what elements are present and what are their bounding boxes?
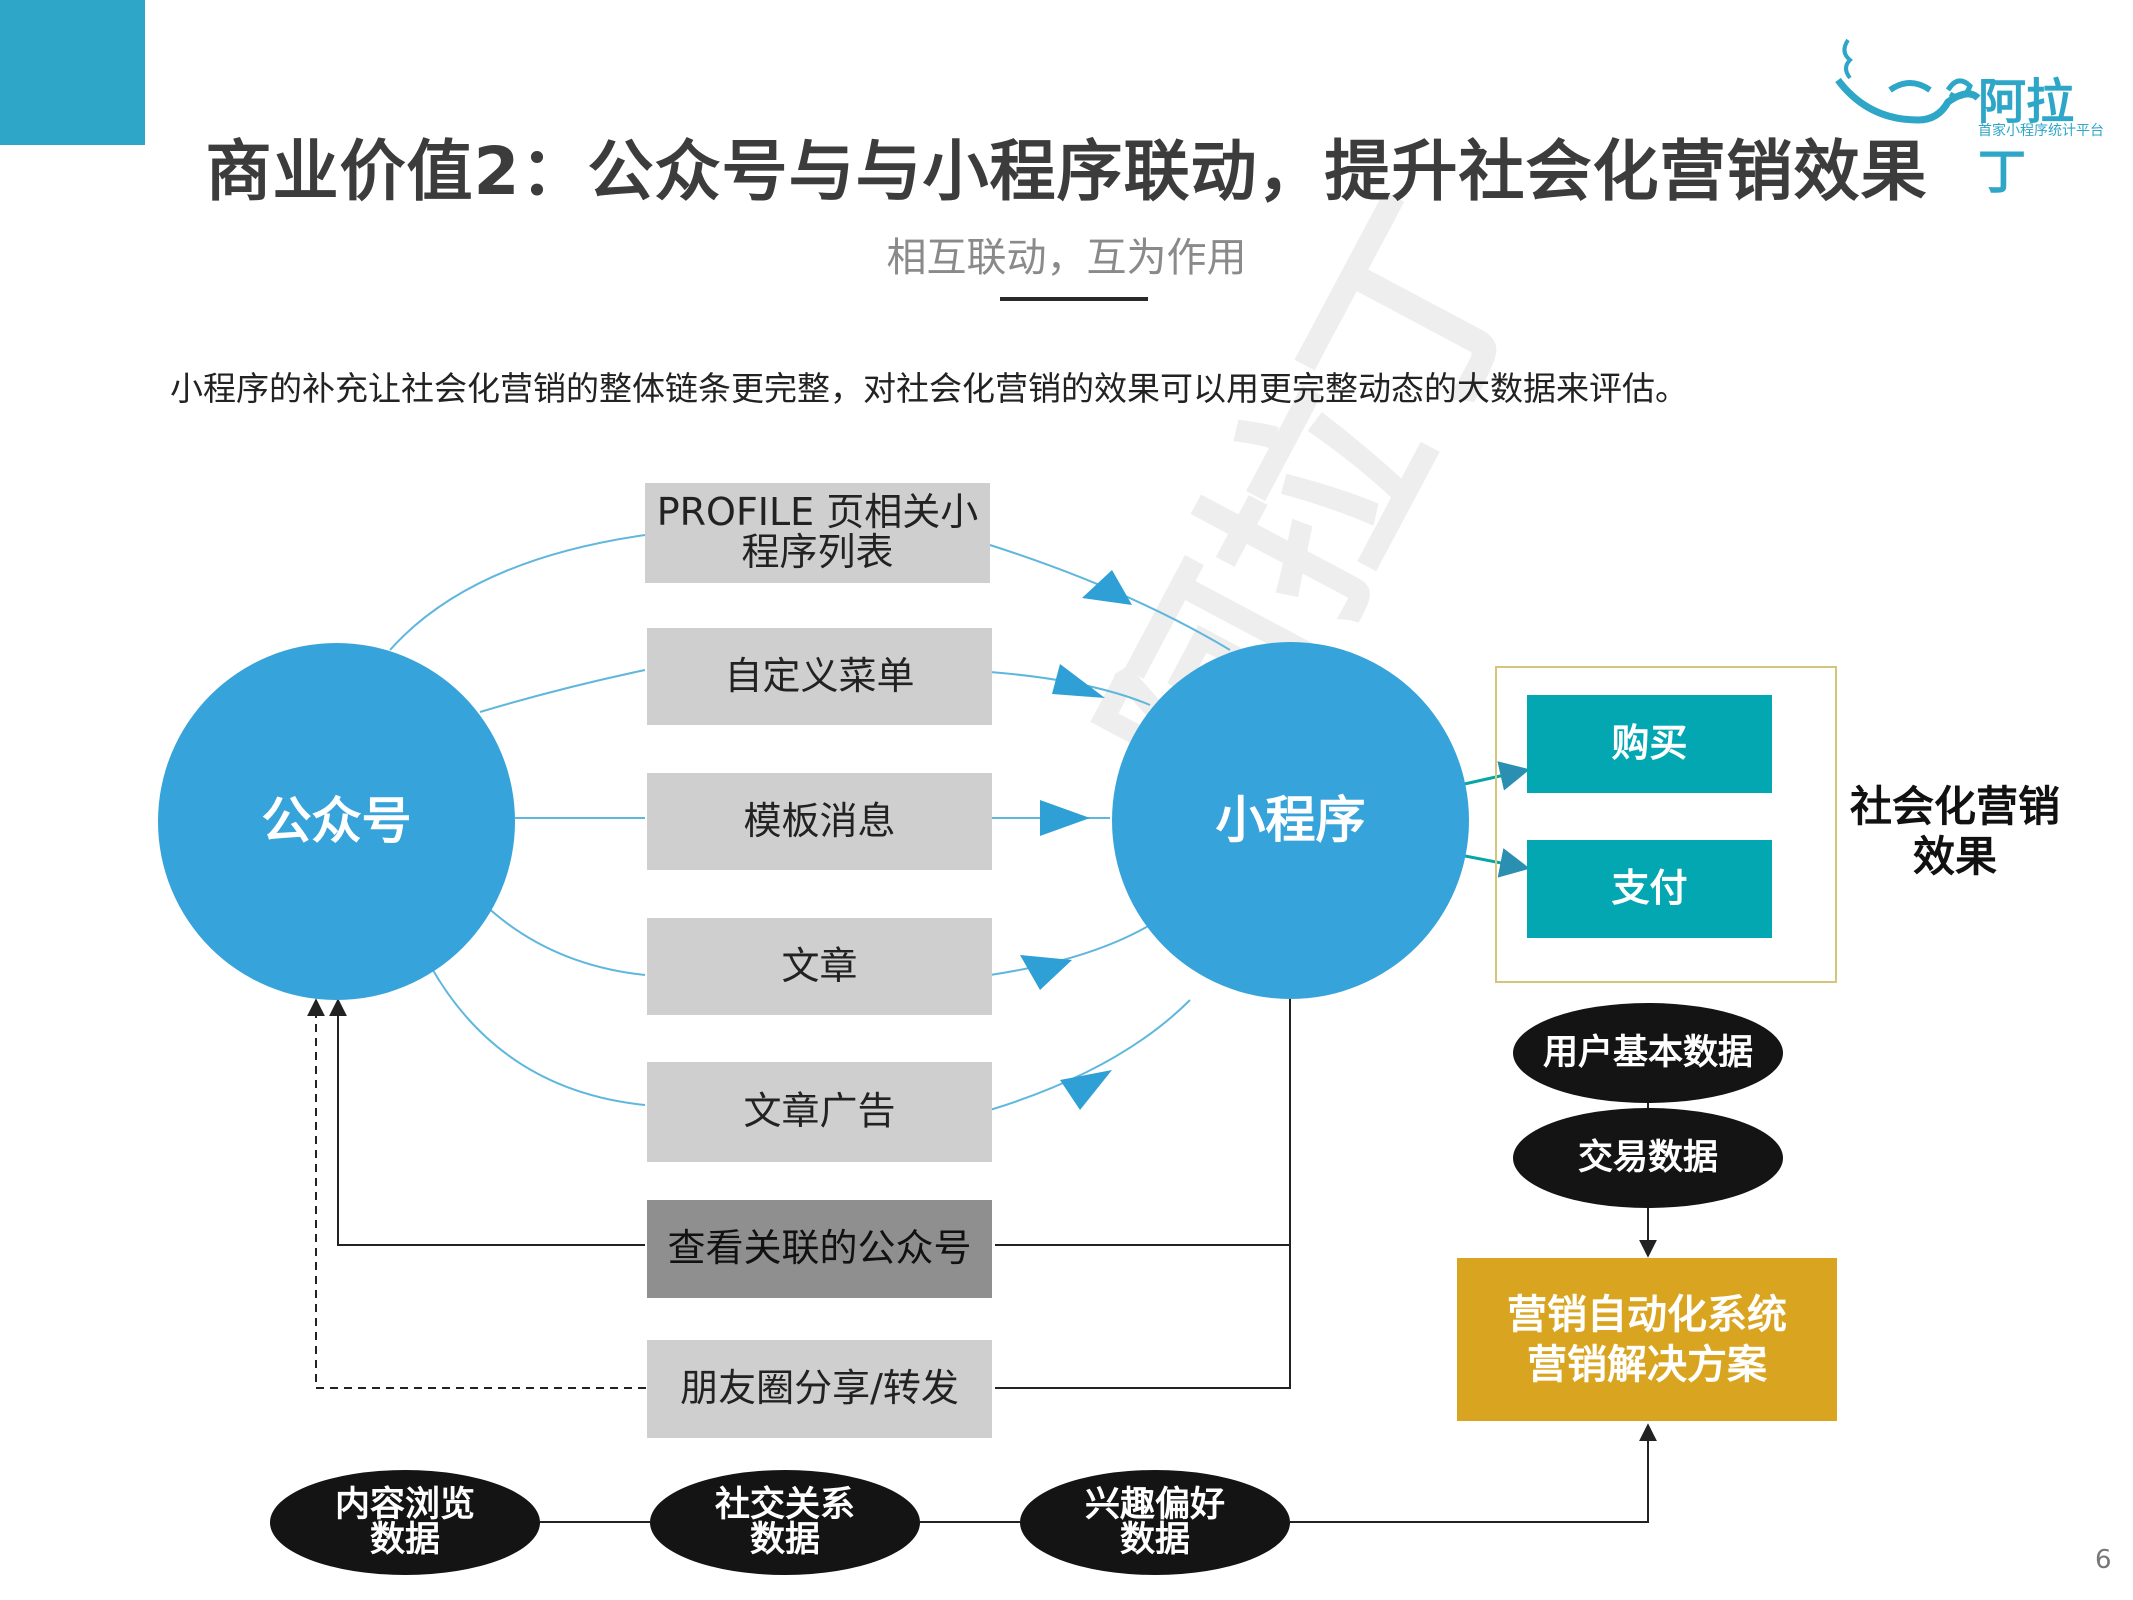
data-content-browse: 内容浏览数据 — [270, 1470, 540, 1575]
official-account-node: 公众号 — [158, 643, 515, 1000]
reverse-moments-share: 朋友圈分享/转发 — [647, 1340, 992, 1438]
description-text: 小程序的补充让社会化营销的整体链条更完整，对社会化营销的效果可以用更完整动态的大… — [170, 369, 1688, 408]
page-title: 商业价值2：公众号与与小程序联动，提升社会化营销效果 — [205, 133, 1928, 210]
channel-template-message: 模板消息 — [647, 773, 992, 870]
data-interest-preference: 兴趣偏好数据 — [1020, 1470, 1290, 1575]
subtitle-underline — [1000, 297, 1148, 301]
channel-article: 文章 — [647, 918, 992, 1015]
dashed-arrow-to-official-account — [307, 998, 660, 1389]
arrowhead-article — [1020, 955, 1072, 990]
channel-custom-menu: 自定义菜单 — [647, 628, 992, 725]
line-mini-to-moments — [995, 1245, 1291, 1389]
curve-menu-left — [479, 669, 646, 713]
arrow-to-buy — [1459, 761, 1530, 791]
lamp-icon — [1835, 38, 1981, 124]
reverse-view-official-account: 查看关联的公众号 — [647, 1200, 992, 1298]
solution-line-1: 营销自动化系统 — [1507, 1291, 1787, 1338]
solution-line-2: 营销解决方案 — [1527, 1341, 1767, 1388]
arrowhead-template — [1040, 800, 1090, 836]
outcome-buy: 购买 — [1527, 695, 1772, 793]
arrowhead-profile — [1082, 570, 1132, 605]
data-user-basic: 用户基本数据 — [1513, 1003, 1783, 1103]
logo-tagline: 首家小程序统计平台 — [1978, 123, 2104, 139]
line-mini-to-view-account — [995, 995, 1291, 1246]
data-social-relation: 社交关系数据 — [650, 1470, 920, 1575]
arrow-interest-to-solution — [1290, 1423, 1657, 1523]
channel-arrowheads — [1020, 570, 1132, 1110]
channel-article-ad: 文章广告 — [647, 1062, 992, 1162]
arrow-to-pay — [1459, 848, 1530, 878]
logo-name: 阿拉丁 — [1978, 74, 2075, 200]
arrowhead-menu — [1052, 664, 1105, 698]
page-subtitle: 相互联动，互为作用 — [886, 235, 1247, 281]
channel-profile-list: PROFILE 页相关小程序列表 — [645, 483, 990, 583]
curve-ad-right — [989, 999, 1191, 1111]
arrowhead-ad — [1060, 1070, 1112, 1110]
solution-box: 营销自动化系统 营销解决方案 — [1457, 1258, 1837, 1421]
channel-curves — [389, 534, 1231, 1111]
arrow-to-official-account — [329, 998, 645, 1246]
mini-program-node: 小程序 — [1112, 642, 1469, 999]
outcome-label: 社会化营销效果 — [1849, 782, 2060, 882]
outcome-pay: 支付 — [1527, 840, 1772, 938]
curve-article-right — [989, 924, 1151, 976]
corner-accent — [0, 0, 145, 145]
outcome-frame — [1495, 666, 1837, 983]
page-number: 6 — [2095, 1545, 2112, 1575]
curve-profile-left — [389, 534, 646, 651]
curve-article-left — [484, 904, 646, 976]
logo: 阿拉丁 首家小程序统计平台 — [1830, 20, 2120, 200]
data-transaction: 交易数据 — [1513, 1108, 1783, 1208]
curve-ad-left — [429, 964, 646, 1106]
